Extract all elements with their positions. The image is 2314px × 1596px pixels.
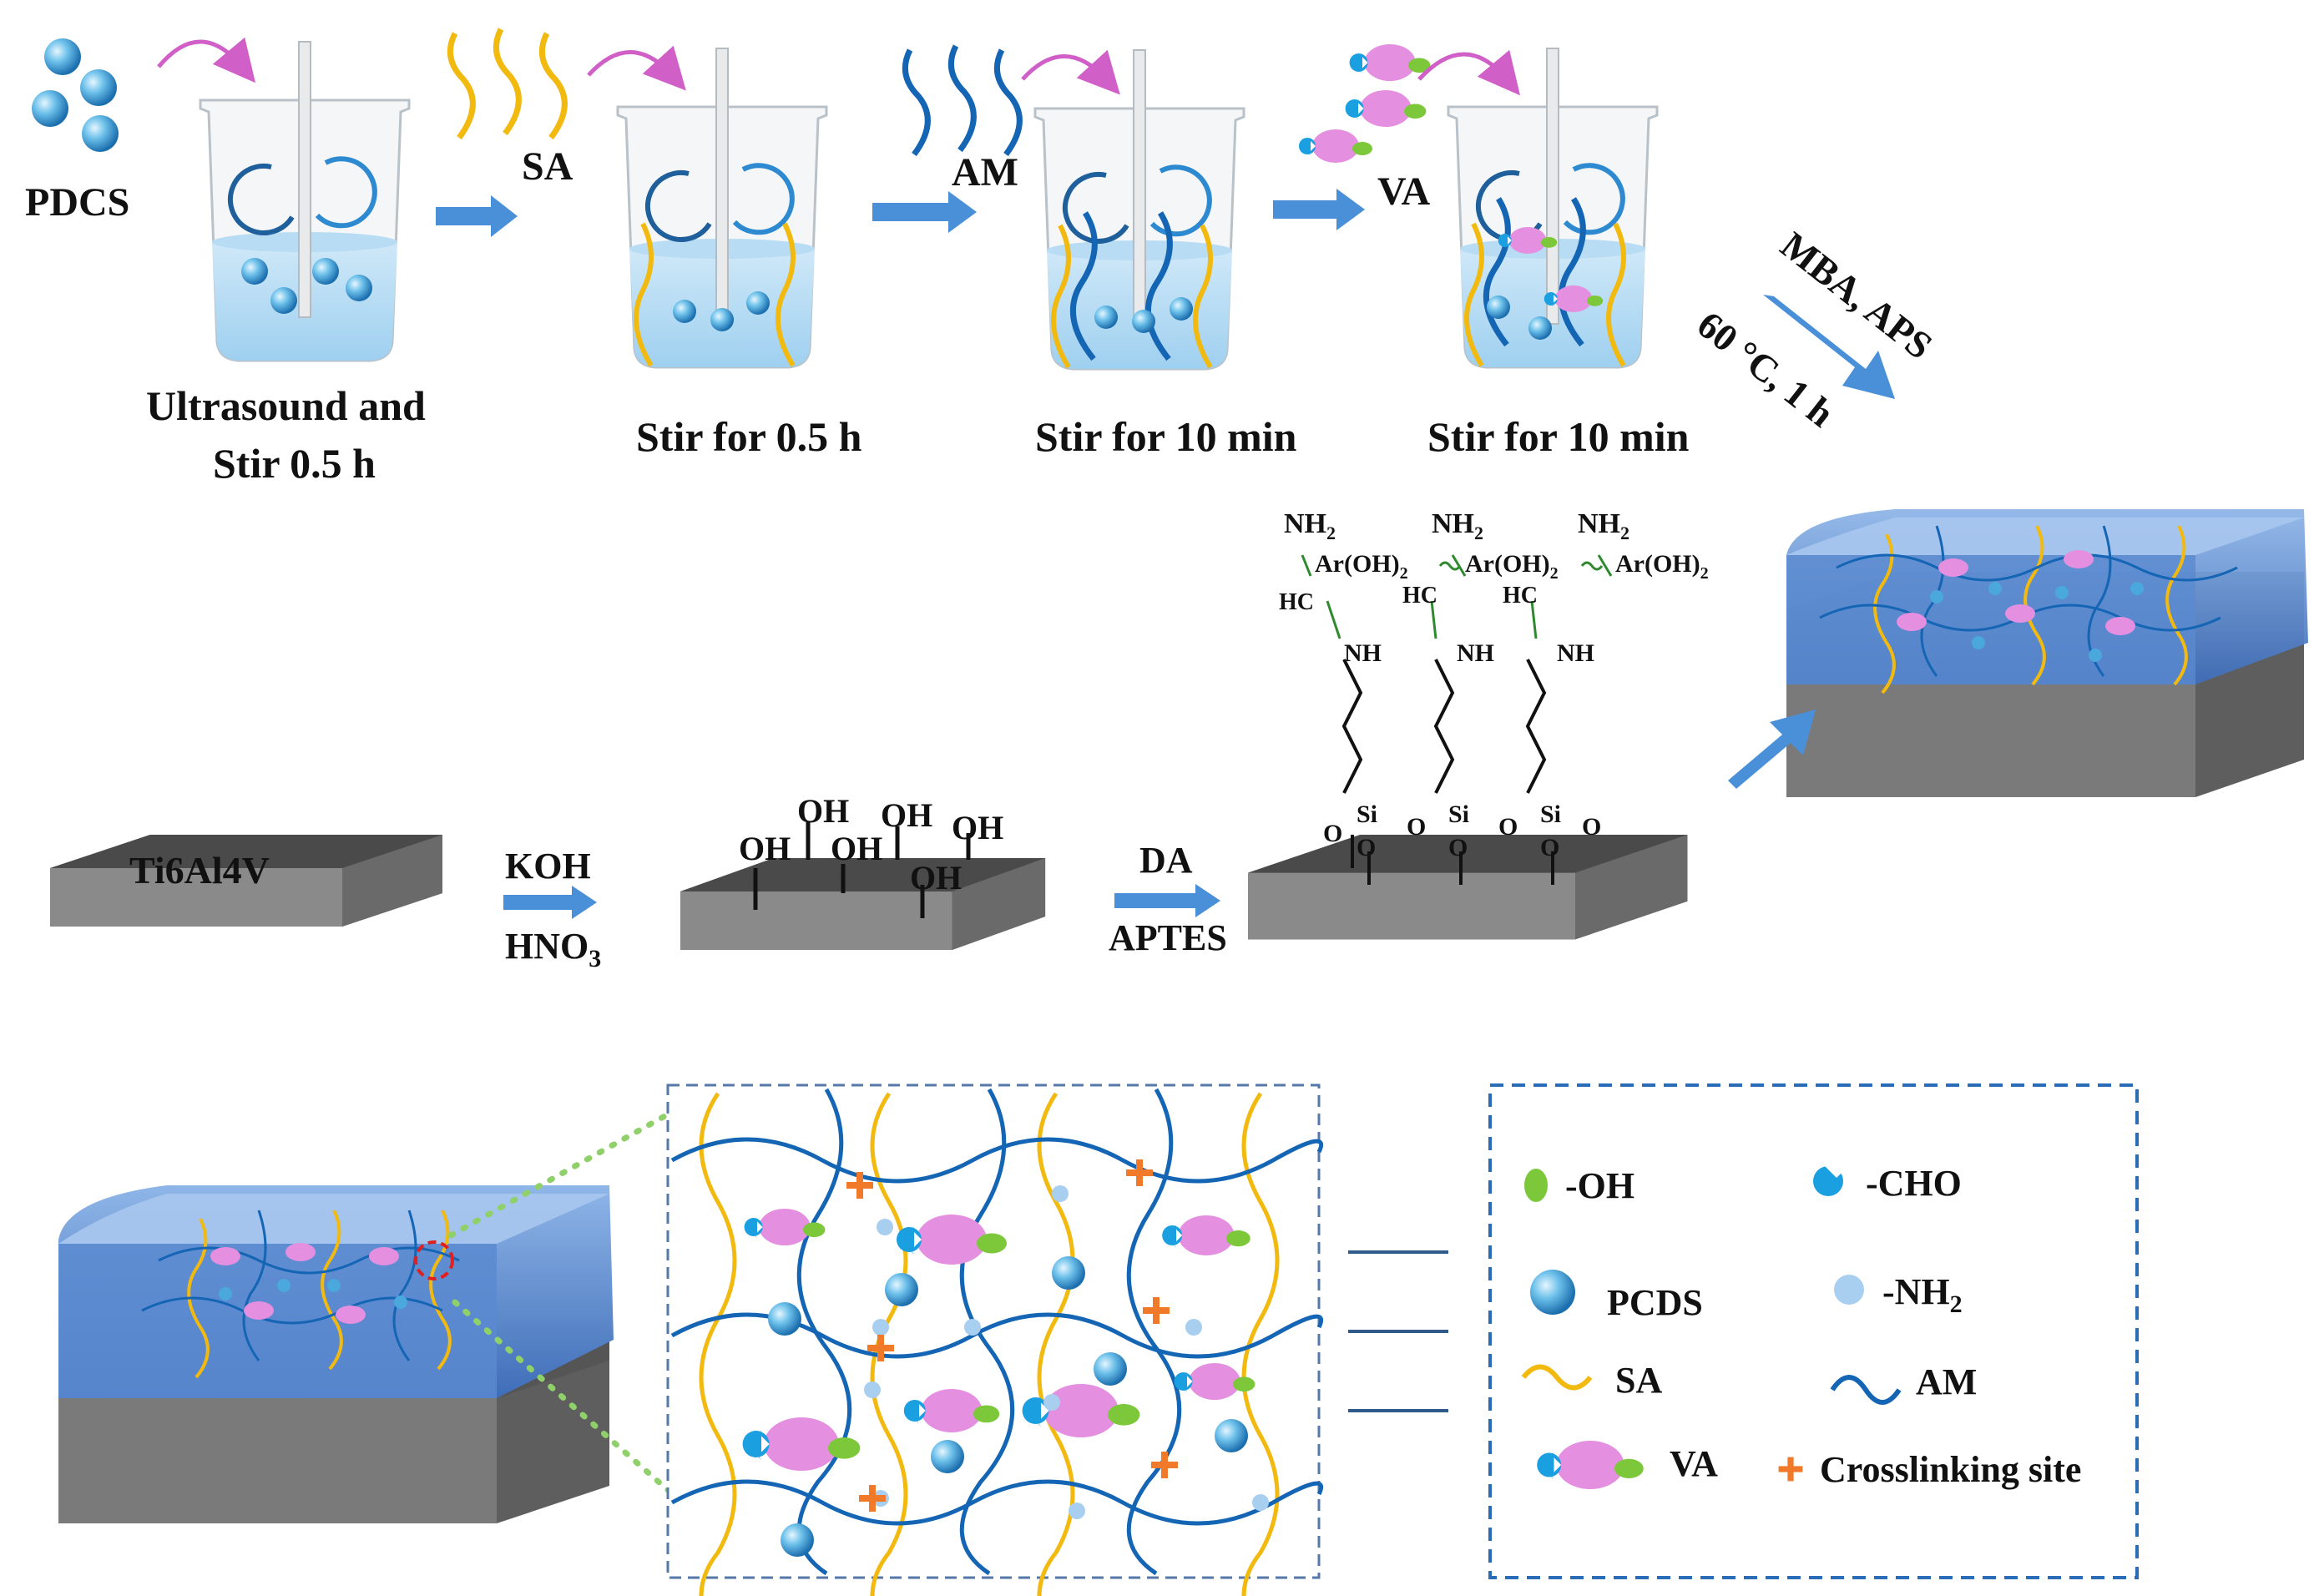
svg-text:OH: OH bbox=[831, 830, 882, 867]
oh-labels: OH OH OH OH OH OH bbox=[739, 792, 1003, 896]
svg-text:O: O bbox=[1448, 834, 1468, 861]
legend-cho: -CHO bbox=[1866, 1163, 1962, 1204]
svg-text:OH: OH bbox=[910, 859, 962, 896]
curved-arrow-4 bbox=[1417, 49, 1521, 96]
equals-lines bbox=[1348, 1250, 1448, 1412]
am-label: AM bbox=[952, 150, 1018, 194]
pcds-icon bbox=[1530, 1270, 1575, 1315]
legend-cross: Crosslinking site bbox=[1820, 1449, 2081, 1490]
legend-oh: -OH bbox=[1565, 1165, 1634, 1206]
svg-text:Ar(OH)2: Ar(OH)2 bbox=[1615, 550, 1709, 583]
curved-arrow-2 bbox=[587, 45, 686, 91]
oh-icon bbox=[1524, 1169, 1548, 1202]
grafted-chains: NH2 NH2 NH2 Ar(OH)2 Ar(OH)2 Ar(OH)2 HC H… bbox=[1279, 508, 1709, 885]
svg-text:HC: HC bbox=[1503, 583, 1538, 609]
sa-label: SA bbox=[522, 144, 573, 189]
pdcs-label: PDCS bbox=[25, 180, 129, 225]
sa-icon bbox=[1521, 1364, 1593, 1391]
reagent1-bottom: HNO3 bbox=[505, 926, 601, 972]
svg-text:NH: NH bbox=[1344, 639, 1382, 667]
svg-text:Si: Si bbox=[1357, 801, 1377, 828]
svg-text:NH2: NH2 bbox=[1432, 508, 1483, 543]
arrow-1 bbox=[436, 195, 518, 237]
arrow-5 bbox=[1114, 884, 1220, 917]
am-chains bbox=[902, 44, 1023, 157]
svg-text:Ar(OH)2: Ar(OH)2 bbox=[1315, 550, 1408, 583]
substrate-oh bbox=[680, 858, 1046, 950]
svg-text:O: O bbox=[1582, 813, 1601, 841]
va-label: VA bbox=[1377, 169, 1430, 214]
legend-am: AM bbox=[1916, 1361, 1977, 1402]
condition-line1: MBA, APS bbox=[1773, 224, 1941, 367]
beaker-1 bbox=[200, 42, 409, 361]
reagent1-top: KOH bbox=[505, 846, 591, 886]
hydroxyl-groups bbox=[753, 822, 971, 918]
cho-icon bbox=[1813, 1166, 1848, 1196]
network-zoom bbox=[666, 1083, 1324, 1596]
svg-text:Si: Si bbox=[1540, 801, 1561, 828]
beaker-2 bbox=[618, 48, 826, 367]
svg-text:Si: Si bbox=[1448, 801, 1469, 828]
svg-text:NH2: NH2 bbox=[1284, 508, 1336, 543]
condition-line2: 60 °C, 1 h bbox=[1690, 303, 1842, 436]
nh2-icon bbox=[1834, 1275, 1864, 1305]
arrow-2 bbox=[872, 191, 977, 233]
svg-text:O: O bbox=[1540, 834, 1559, 861]
svg-text:O: O bbox=[1323, 820, 1342, 847]
svg-text:O: O bbox=[1498, 813, 1518, 841]
svg-text:HC: HC bbox=[1279, 589, 1314, 615]
zoom-lines bbox=[447, 1111, 671, 1493]
condition-arrow bbox=[1763, 295, 1895, 399]
svg-text:OH: OH bbox=[739, 830, 791, 867]
step3-label: Stir for 10 min bbox=[1035, 413, 1297, 460]
svg-text:HC: HC bbox=[1402, 583, 1437, 609]
svg-text:OH: OH bbox=[797, 792, 849, 830]
pdcs-particles bbox=[32, 38, 119, 152]
legend-pcds: PCDS bbox=[1607, 1282, 1703, 1323]
arrow-6 bbox=[1728, 710, 1816, 789]
coated-implant-bottom bbox=[58, 1185, 614, 1523]
arrow-4 bbox=[503, 886, 597, 919]
coated-implant-top bbox=[1786, 509, 2308, 797]
arrow-3 bbox=[1273, 189, 1365, 230]
chem-labels: NH2 NH2 NH2 Ar(OH)2 Ar(OH)2 Ar(OH)2 HC H… bbox=[1279, 508, 1709, 861]
curved-arrow-3 bbox=[1021, 49, 1120, 95]
reagent2-top: DA bbox=[1139, 840, 1193, 881]
step1-line2: Stir 0.5 h bbox=[213, 440, 376, 487]
am-icon bbox=[1830, 1375, 1902, 1405]
legend-va: VA bbox=[1670, 1443, 1718, 1484]
sa-chains bbox=[447, 28, 568, 140]
curved-arrow-1 bbox=[157, 37, 256, 83]
svg-text:Ar(OH)2: Ar(OH)2 bbox=[1465, 550, 1559, 583]
va-molecules bbox=[1299, 44, 1431, 163]
svg-text:O: O bbox=[1357, 834, 1376, 861]
reagent2-bottom: APTES bbox=[1109, 917, 1227, 958]
svg-text:OH: OH bbox=[952, 809, 1003, 846]
svg-text:NH: NH bbox=[1557, 639, 1594, 667]
beaker-4 bbox=[1448, 48, 1657, 367]
substrate-label: Ti6Al4V bbox=[129, 849, 270, 891]
step4-label: Stir for 10 min bbox=[1427, 413, 1690, 460]
legend-sa: SA bbox=[1615, 1360, 1662, 1401]
legend: -OH -CHO PCDS -NH2 SA AM VA Crosslinking… bbox=[1488, 1083, 2139, 1579]
svg-text:O: O bbox=[1407, 813, 1426, 841]
step1-line1: Ultrasound and bbox=[146, 382, 426, 429]
legend-nh2: -NH2 bbox=[1882, 1271, 1963, 1318]
svg-text:OH: OH bbox=[881, 796, 932, 834]
svg-text:NH2: NH2 bbox=[1578, 508, 1629, 543]
step2-label: Stir for 0.5 h bbox=[636, 413, 862, 460]
beaker-3 bbox=[1035, 50, 1244, 369]
svg-text:NH: NH bbox=[1457, 639, 1494, 667]
